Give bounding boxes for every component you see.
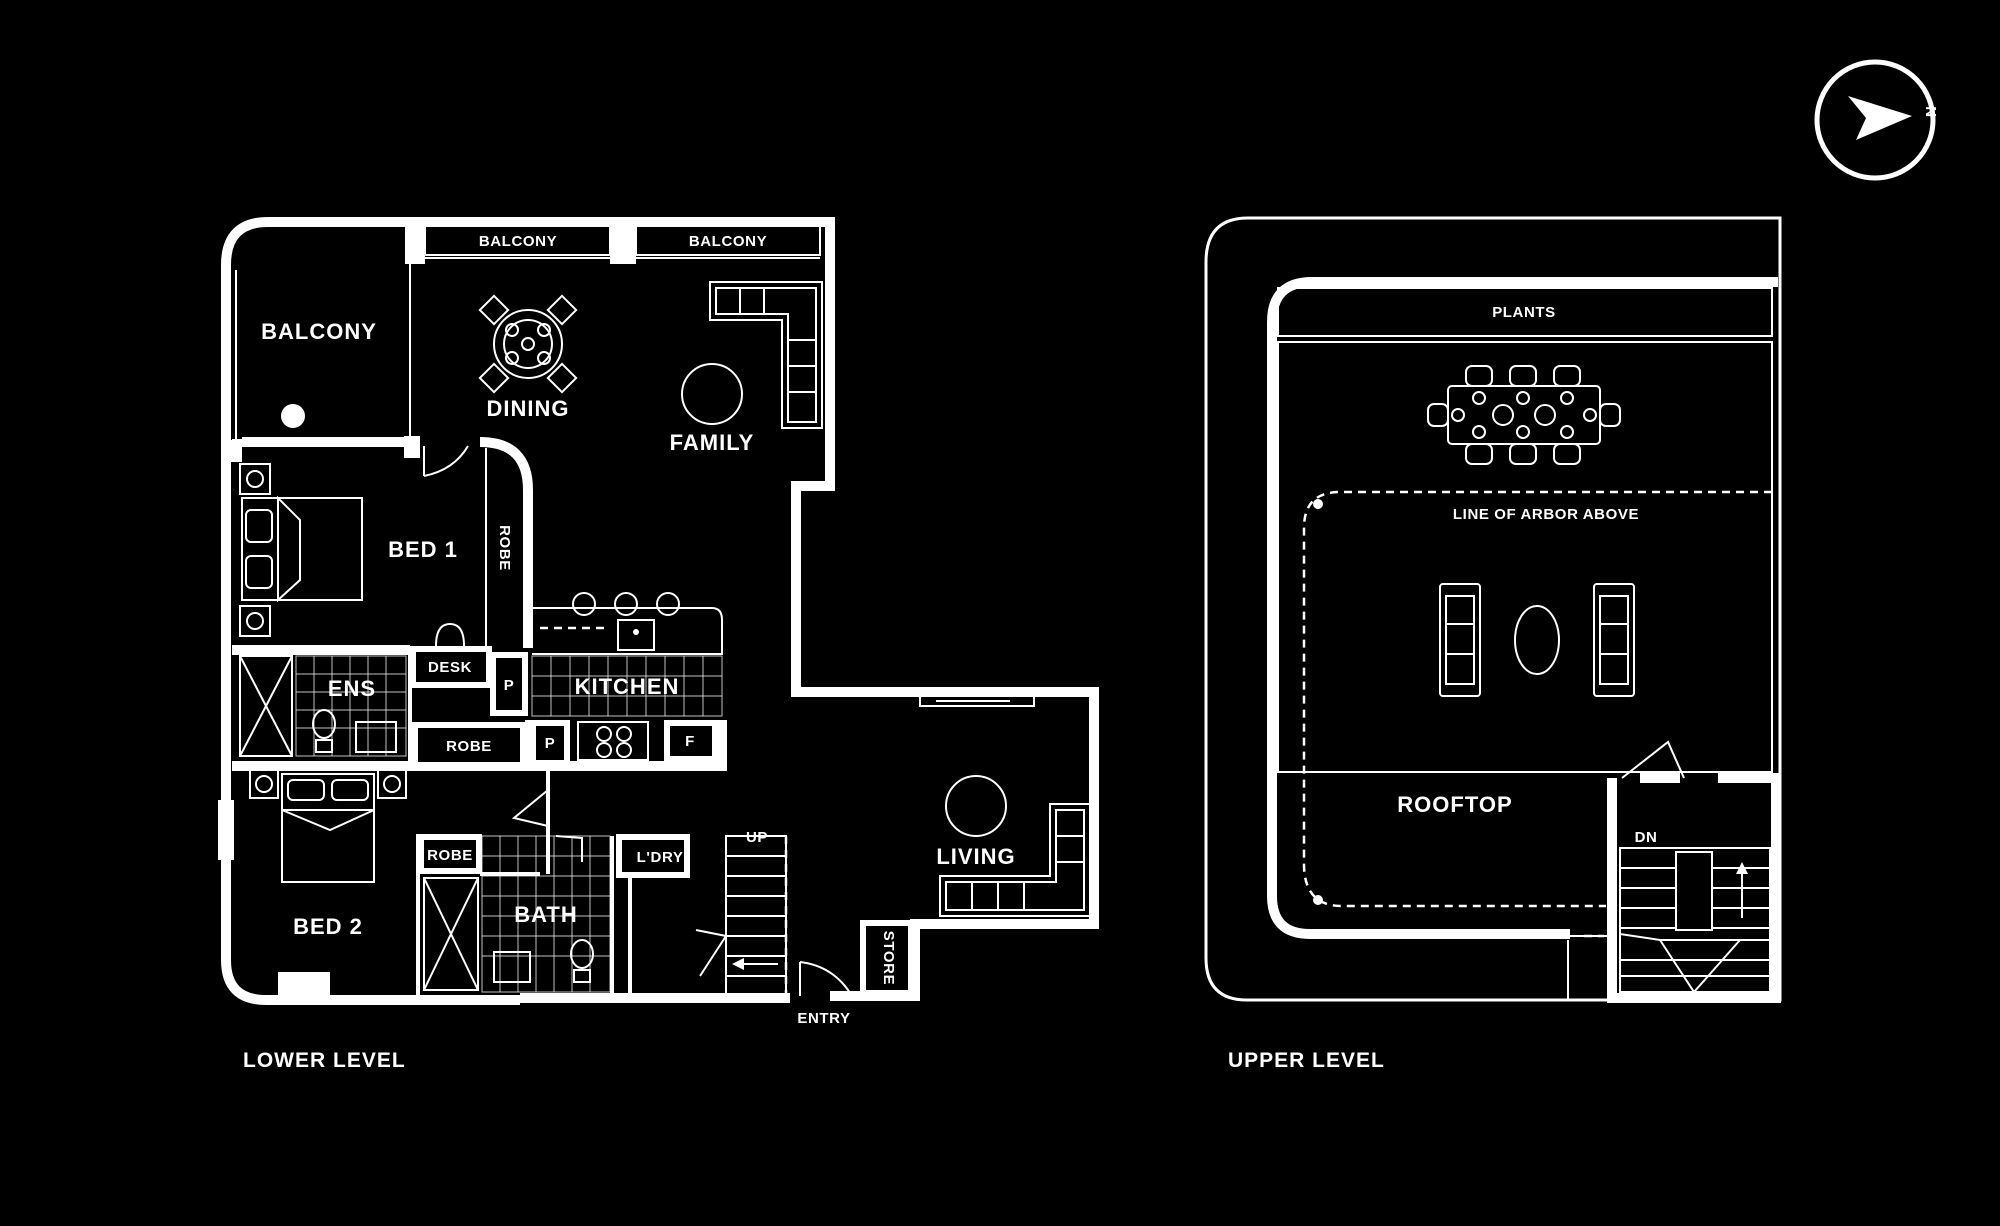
outdoor-dining-table: [1427, 365, 1621, 465]
bed2-label: BED 2: [293, 914, 363, 939]
north-arrow-icon: [1848, 96, 1912, 140]
entry-label: ENTRY: [797, 1010, 850, 1027]
robe-bed2-label: ROBE: [427, 847, 473, 864]
up-label: UP: [746, 829, 768, 846]
fridge-label: F: [685, 733, 695, 750]
balcony-top-left-label: BALCONY: [479, 233, 557, 250]
pantry-b-label: P: [545, 735, 556, 752]
robe-bed1-label: ROBE: [496, 525, 513, 571]
dining-table: [478, 294, 578, 394]
balcony-main-label: BALCONY: [261, 319, 377, 344]
compass-north-label: N: [1922, 106, 1939, 117]
bed2-furniture: [249, 769, 407, 883]
rooftop-lounge: [1439, 583, 1635, 697]
dining-label: DINING: [487, 396, 570, 421]
upper-level-title: UPPER LEVEL: [1228, 1049, 1385, 1072]
ens-label: ENS: [328, 676, 376, 701]
family-label: FAMILY: [670, 430, 755, 455]
lower-level-plan: BALCONY BALCONY BALCONY DINING: [218, 217, 1099, 1072]
bed1-label: BED 1: [388, 537, 458, 562]
living-label: LIVING: [936, 844, 1015, 869]
kitchen-tiles: [531, 655, 723, 717]
store-label: STORE: [880, 931, 897, 985]
balcony-top-right-label: BALCONY: [689, 233, 767, 250]
kitchen-bench: [532, 592, 723, 655]
living-sofa: [939, 803, 1091, 917]
stairs-down: [1619, 847, 1771, 994]
arbor-label: LINE OF ARBOR ABOVE: [1453, 506, 1639, 523]
upper-level-plan: PLANTS LINE OF A: [1204, 216, 1782, 1072]
robe-hall-label: ROBE: [446, 738, 492, 755]
compass: N: [1814, 59, 1939, 181]
bath-tiles: [481, 835, 611, 993]
family-sofa: [709, 281, 823, 429]
stairs-up: [695, 835, 788, 997]
desk-label: DESK: [428, 659, 472, 676]
plants-label: PLANTS: [1492, 304, 1556, 321]
lower-level-title: LOWER LEVEL: [243, 1049, 406, 1072]
dn-label: DN: [1635, 829, 1658, 846]
kitchen-label: KITCHEN: [575, 674, 680, 699]
pantry-a-label: P: [504, 677, 515, 694]
rooftop-label: ROOFTOP: [1397, 792, 1512, 817]
laundry-label: L'DRY: [637, 849, 684, 866]
bed1-furniture: [239, 463, 363, 637]
bath-label: BATH: [514, 902, 577, 927]
